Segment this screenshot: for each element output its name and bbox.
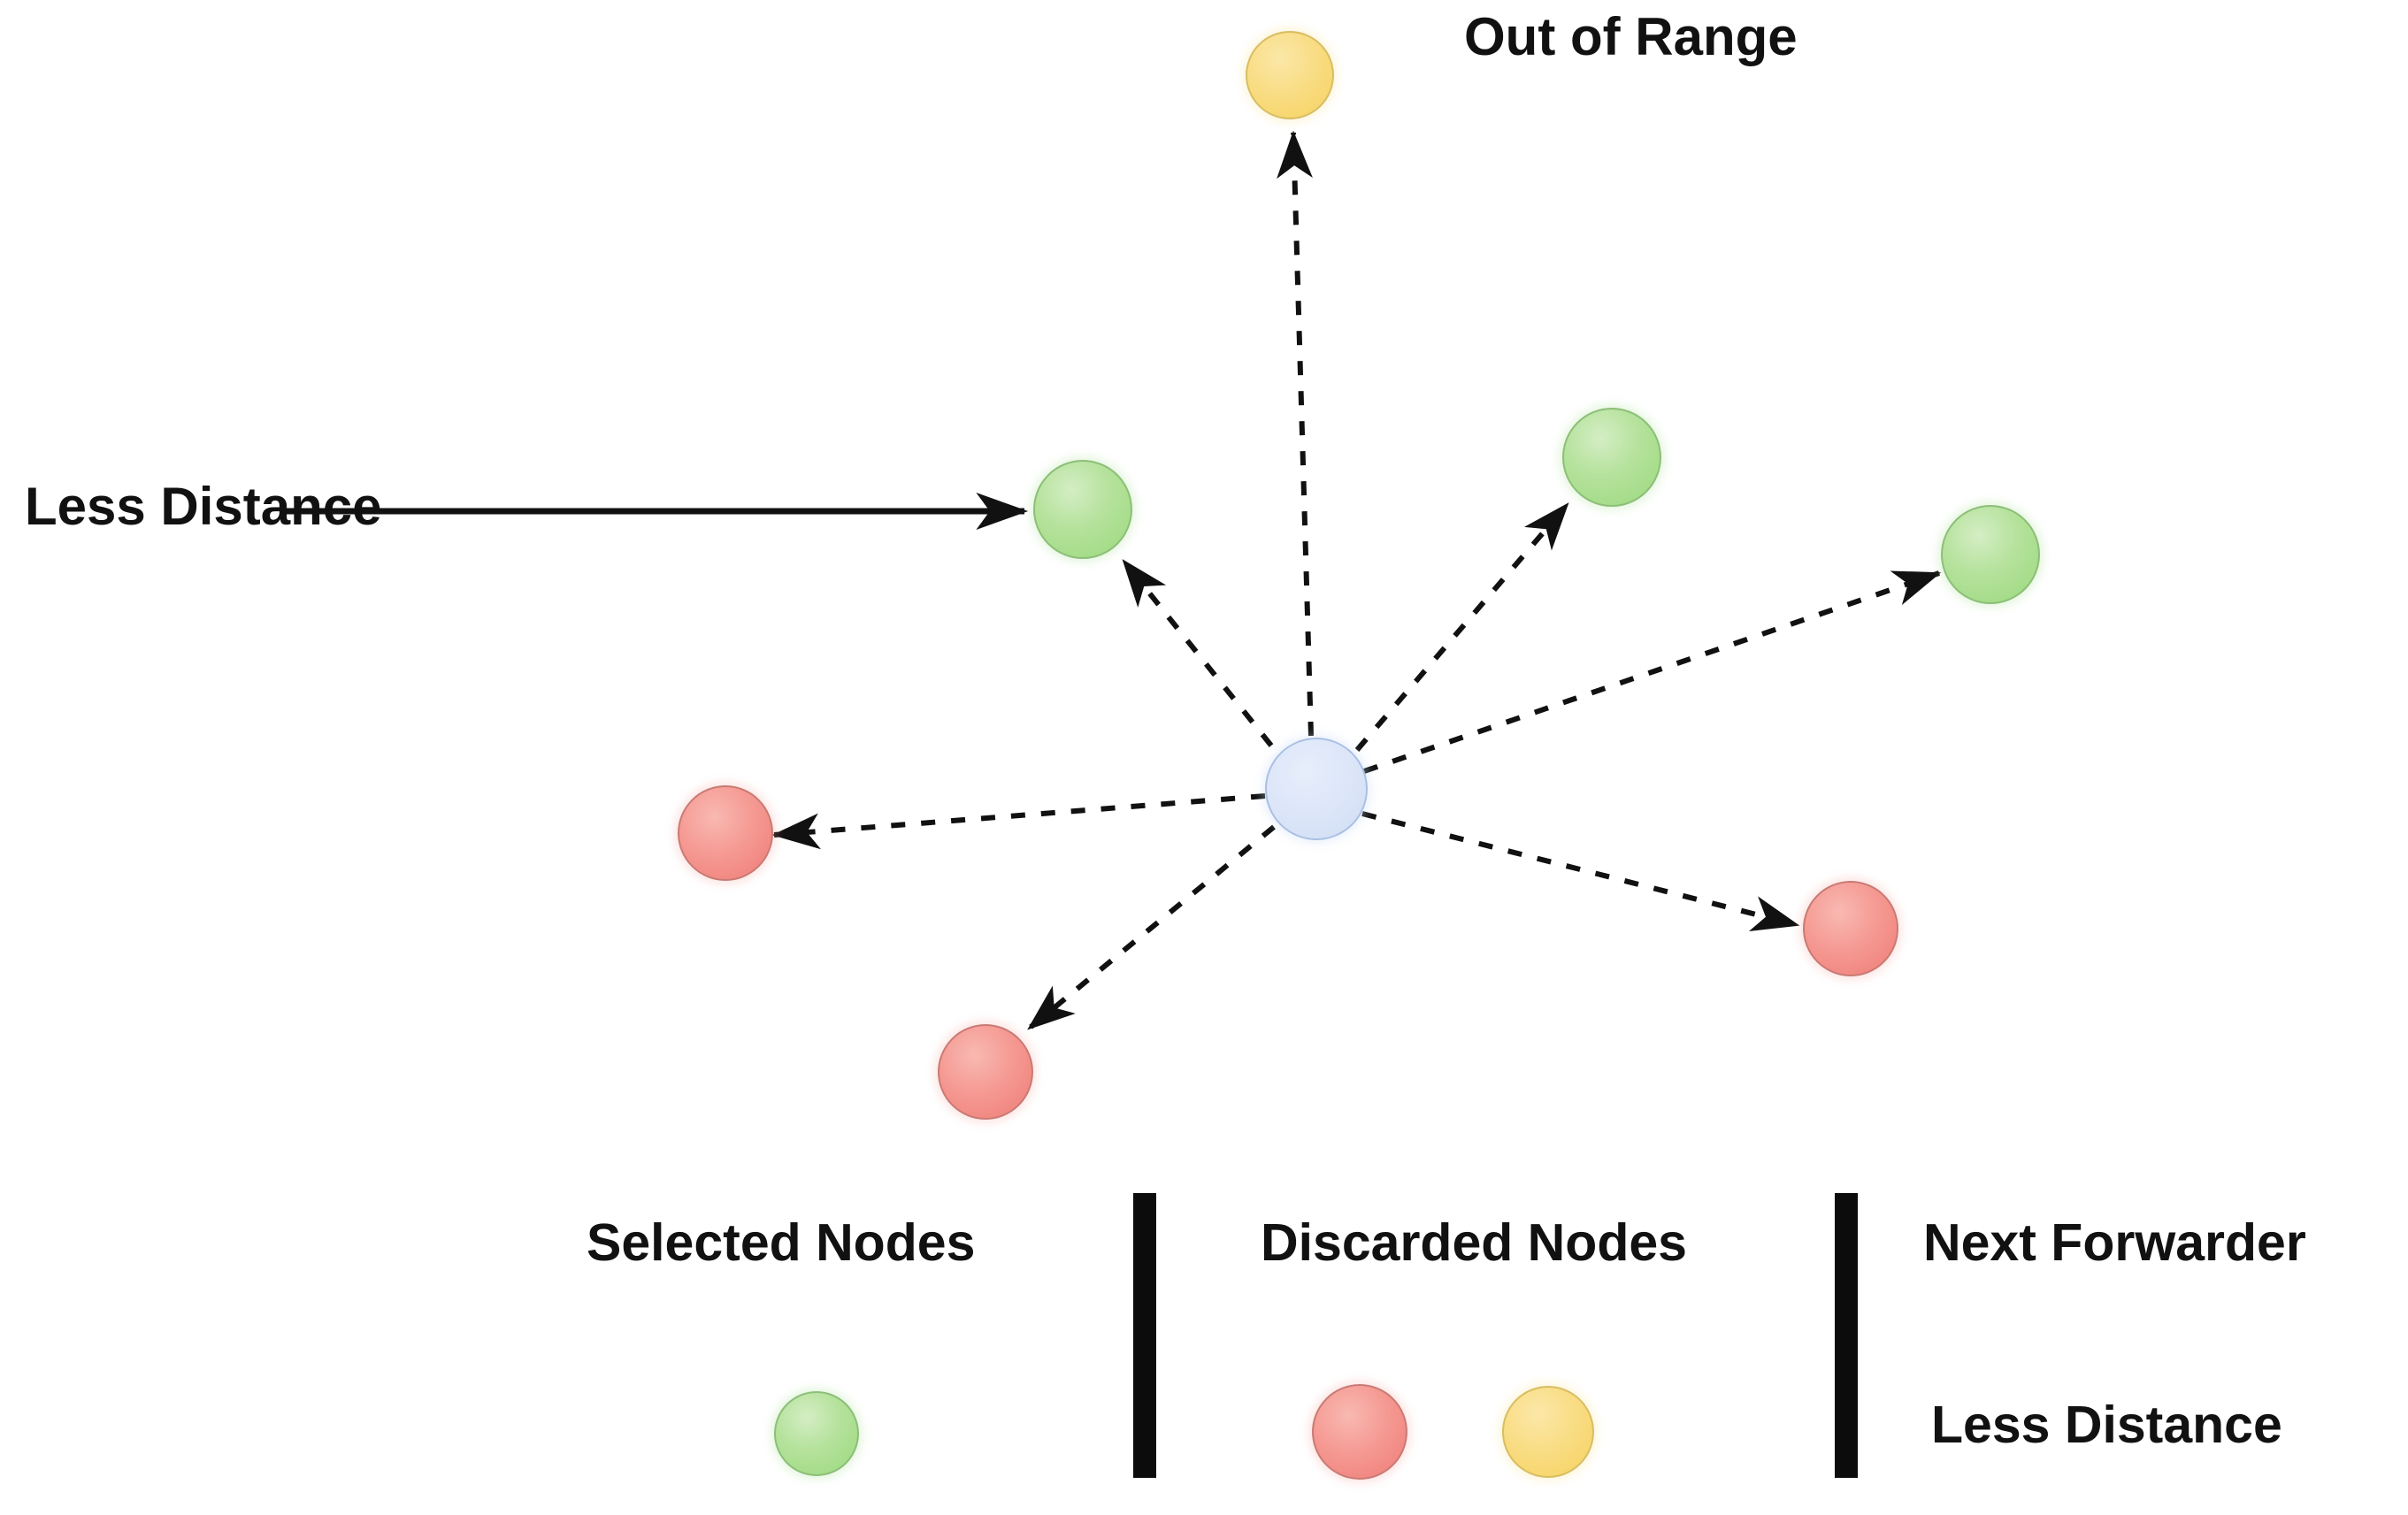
edge-source-to-red-2 <box>1027 824 1276 1031</box>
legend-swatch-discarded <box>1312 1384 1407 1480</box>
legend-discarded-label: Discarded Nodes <box>1261 1213 1687 1272</box>
label-less-distance: Less Distance <box>25 477 382 536</box>
edge-source-to-red-3 <box>1361 811 1800 931</box>
node-discarded-3[interactable] <box>1803 881 1898 976</box>
edge-source-to-green-2 <box>1354 502 1570 752</box>
node-selected-1[interactable] <box>1033 460 1132 559</box>
label-out-of-range: Out of Range <box>1464 7 1798 66</box>
legend-next-forwarder-label: Next Forwarder <box>1923 1213 2306 1272</box>
node-selected-2[interactable] <box>1562 408 1661 507</box>
node-discarded-2[interactable] <box>938 1024 1033 1120</box>
legend-selected-label: Selected Nodes <box>587 1213 976 1272</box>
edge-source-to-green-3 <box>1363 570 1942 774</box>
node-selected-3[interactable] <box>1941 505 2040 604</box>
edge-source-to-out-of-range <box>1277 130 1314 737</box>
legend-swatch-out-of-range <box>1502 1386 1594 1478</box>
legend-divider-2 <box>1835 1193 1858 1478</box>
node-out-of-range[interactable] <box>1246 31 1334 119</box>
edge-source-to-red-1 <box>771 793 1266 850</box>
edge-source-to-green-1 <box>1121 559 1274 747</box>
legend-divider-1 <box>1133 1193 1156 1478</box>
node-source[interactable] <box>1265 738 1368 840</box>
legend-swatch-selected <box>774 1391 859 1476</box>
legend-next-forwarder-criterion: Less Distance <box>1931 1396 2282 1454</box>
node-discarded-1[interactable] <box>678 785 773 881</box>
